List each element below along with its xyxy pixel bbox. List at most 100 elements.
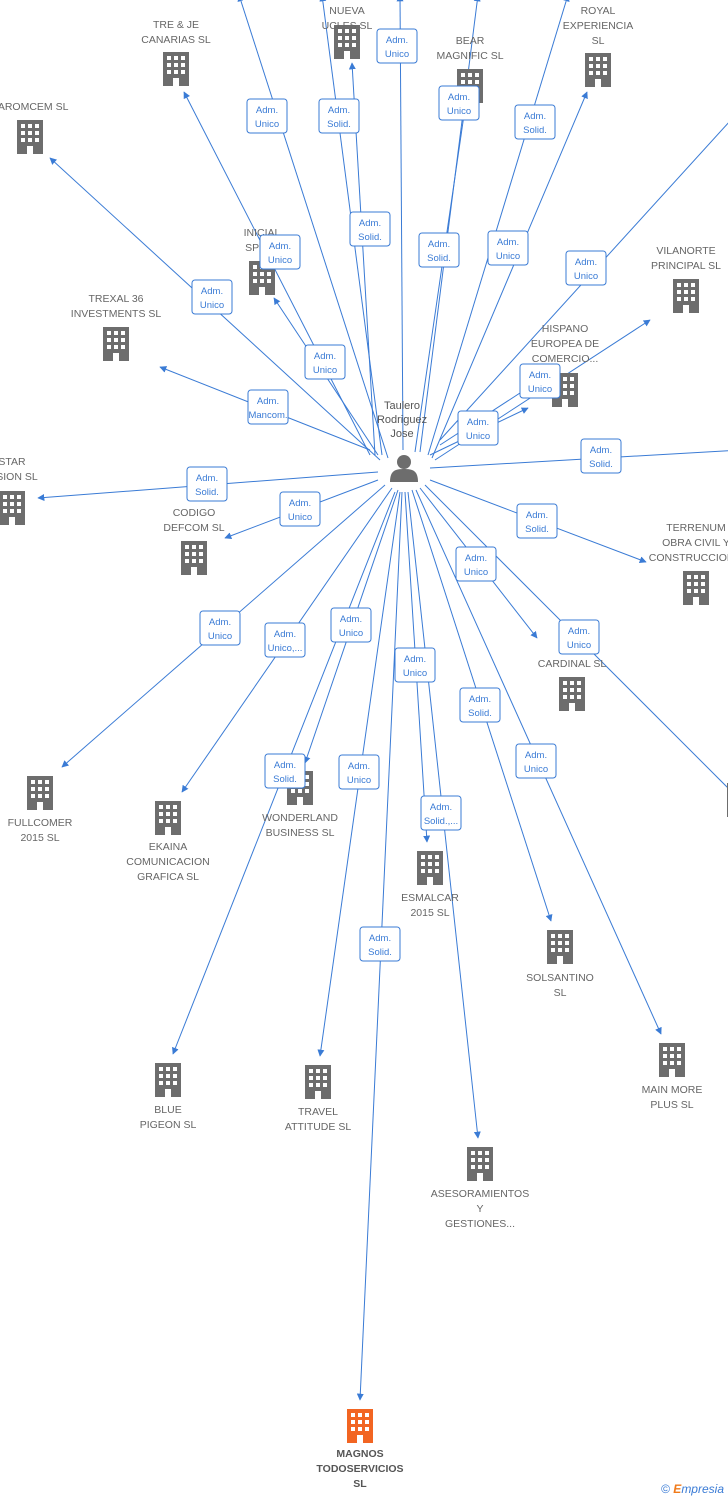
building-icon (17, 120, 43, 154)
relation-badge[interactable]: Adm.Unico (487, 230, 529, 266)
relation-badge[interactable]: Adm.Unico (259, 234, 301, 270)
relation-badge[interactable]: Adm.Solid.,... (420, 795, 462, 831)
person-icon (390, 455, 418, 482)
relation-badge[interactable]: Adm.Solid. (359, 926, 401, 962)
relation-badge-line-1: Adm. (430, 802, 452, 813)
relation-badge-line-2: Unico (466, 431, 490, 442)
building-icon (155, 801, 181, 835)
building-icon (103, 327, 129, 361)
relation-badge-line-1: Adm. (201, 286, 223, 297)
relation-badge[interactable]: Adm.Solid. (514, 104, 556, 140)
relation-badge-line-2: Unico (347, 775, 371, 786)
relation-badge[interactable]: Adm.Unico (394, 647, 436, 683)
relation-badge[interactable]: Adm. Unico (457, 410, 499, 446)
building-icon (0, 491, 25, 525)
relation-badge-line-1: Adm. (328, 105, 350, 116)
company-label-royal-experiencia-line-2: EXPERIENCIA (563, 20, 634, 32)
company-label-royal-experiencia-line-3: SL (592, 35, 605, 47)
relation-badge-line-1: Adm. (257, 396, 279, 407)
building-icon (659, 1043, 685, 1077)
relation-badge[interactable]: Adm.Unico (191, 279, 233, 315)
company-node-star-vision[interactable]: STARVISION SL (0, 456, 38, 525)
center-person-node[interactable]: Taulero Rodriguez Jose (377, 400, 427, 482)
relation-badge[interactable]: Adm.Unico (304, 344, 346, 380)
company-label-wonderland-business-line-2: BUSINESS SL (266, 827, 335, 839)
relation-badge-line-1: Adm. (529, 370, 551, 381)
company-label-esmalcar-2015-line-1: ESMALCAR (401, 892, 459, 904)
company-label-hispano-europea-line-1: HISPANO (542, 323, 588, 335)
relation-badge-line-2: Unico (574, 271, 598, 282)
relation-badge[interactable]: Adm.Unico (519, 363, 561, 399)
edge-to-bear-magnific (419, 0, 481, 453)
relation-badge-line-1: Adm. (359, 218, 381, 229)
relation-badge[interactable]: Adm.Unico (338, 754, 380, 790)
relation-badge[interactable]: Adm.Solid. (459, 687, 501, 723)
company-label-trexal-36-line-1: TREXAL 36 (88, 293, 143, 305)
company-node-paromcem[interactable]: PAROMCEM SL (0, 101, 69, 154)
relation-badge-line-1: Adm. (469, 694, 491, 705)
relation-badge[interactable]: Adm.Mancom. (247, 389, 289, 425)
company-label-fullcomer-2015-line-1: FULLCOMER (8, 817, 73, 829)
company-label-bear-magnific-line-1: BEAR (456, 35, 485, 47)
company-label-magnos-todoservicios-line-3: SL (353, 1478, 367, 1490)
relation-badge[interactable]: Adm. Unico (330, 607, 372, 643)
relation-badge[interactable]: Adm.Solid. (318, 98, 360, 134)
relation-badge[interactable]: Adm.Unico (558, 619, 600, 655)
relation-badge-line-1: Adm. (340, 614, 362, 625)
edge-to-offscreen-right-mid (429, 450, 728, 469)
relation-badge[interactable]: Adm.Solid. (349, 211, 391, 247)
relation-badge[interactable]: Adm.Unico (515, 743, 557, 779)
relation-badge-line-1: Adm. (269, 241, 291, 252)
relation-badge[interactable]: Adm.Solid. (516, 503, 558, 539)
relation-badge[interactable]: Adm.Solid. (580, 438, 622, 474)
relation-badge[interactable]: Adm.Solid. (418, 232, 460, 268)
relation-badge-line-2: Unico (208, 631, 232, 642)
company-label-magnos-todoservicios-line-2: TODOSERVICIOS (316, 1463, 403, 1475)
relation-badge[interactable]: Adm.Unico (246, 98, 288, 134)
building-icon (683, 571, 709, 605)
company-label-hispano-europea-line-3: COMERCIO... (532, 353, 599, 365)
relation-badge-line-2: Unico (255, 119, 279, 130)
relation-badge[interactable]: Adm.Unico (565, 250, 607, 286)
relation-badge-line-1: Adm. (467, 417, 489, 428)
edge-to-inicial-spirit (237, 0, 389, 459)
relation-badge-line-1: Adm. (314, 351, 336, 362)
company-label-paromcem-line-1: PAROMCEM SL (0, 101, 69, 113)
company-label-asesoramientos-line-3: GESTIONES... (445, 1218, 515, 1230)
relation-badge[interactable]: Adm.Unico (455, 546, 497, 582)
relation-badge-line-1: Adm. (526, 510, 548, 521)
company-node-asesoramientos[interactable]: ASESORAMIENTOSYGESTIONES... (431, 1147, 529, 1230)
company-label-tre-je-canarias-line-1: TRE & JE (153, 19, 199, 31)
relation-badge[interactable]: Adm.Unico (438, 85, 480, 121)
relation-badge[interactable]: Adm.Solid. (186, 466, 228, 502)
relation-badge[interactable]: Adm.Unico (279, 491, 321, 527)
relation-badge-line-2: Solid. (273, 774, 297, 785)
relation-badge[interactable]: Adm.Solid. (264, 753, 306, 789)
relation-badge-line-2: Unico,... (268, 643, 303, 654)
company-label-travel-attitude-line-1: TRAVEL (298, 1106, 338, 1118)
relation-badge-line-2: Unico (339, 628, 363, 639)
relation-badge[interactable]: Adm.Unico (376, 28, 418, 64)
building-icon (155, 1063, 181, 1097)
company-label-blue-pigeon-line-1: BLUE (154, 1104, 181, 1116)
relation-badge[interactable]: Adm.Unico,... (264, 622, 306, 658)
relation-badge[interactable]: Adm.Unico (199, 610, 241, 646)
